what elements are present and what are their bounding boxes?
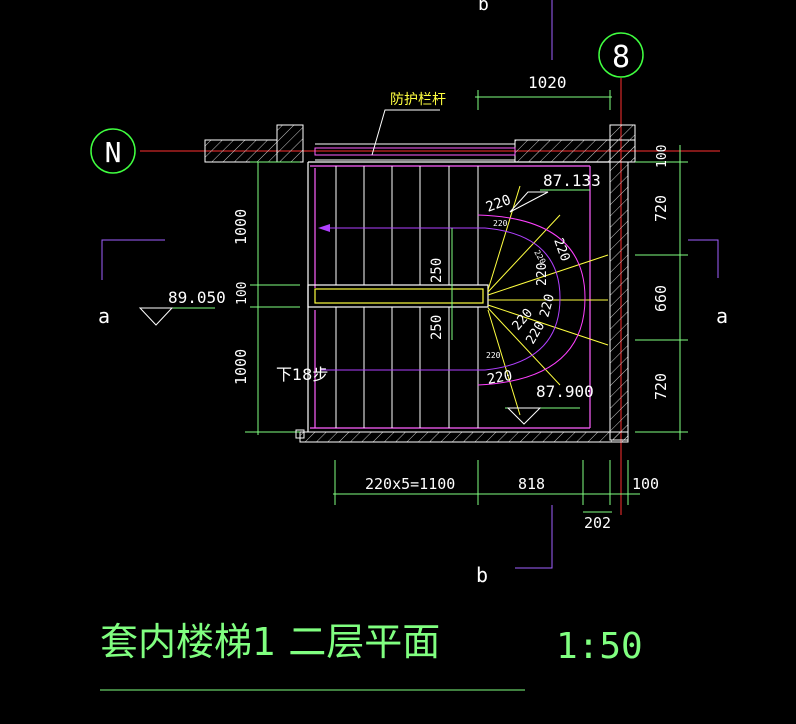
axis-label-8: 8 — [612, 40, 630, 75]
dim-right-720-top: 720 — [652, 195, 670, 222]
elevation-landing: 89.050 — [168, 288, 226, 307]
dim-right-720-bottom: 720 — [652, 373, 670, 400]
elevation-upper: 87.133 — [543, 171, 601, 190]
wall-bottom — [299, 431, 629, 443]
elevation-marker-landing — [138, 307, 174, 326]
dim-right-100: 100 — [655, 145, 670, 168]
dim-bottom-818: 818 — [518, 475, 545, 493]
section-b-bottom-mark — [515, 505, 553, 569]
drawing-title: 套内楼梯1 二层平面 — [100, 620, 440, 664]
section-label-a-right: a — [716, 304, 728, 328]
section-a-left-mark — [101, 239, 165, 280]
railing-leader — [371, 109, 440, 156]
section-label-a-left: a — [98, 304, 110, 328]
walls-hatched — [204, 124, 636, 443]
elevation-lower: 87.900 — [536, 382, 594, 401]
winder-dim-arc — [477, 214, 586, 386]
wall-column-left — [276, 124, 304, 163]
railing-label: 防护栏杆 — [390, 92, 446, 108]
dim-right-660: 660 — [652, 285, 670, 312]
dim-winder-220-d: 220 — [537, 292, 558, 319]
walk-arc — [484, 227, 561, 371]
winder-treads — [487, 185, 609, 416]
wall-top-left — [204, 139, 278, 163]
treads-lower — [335, 307, 479, 428]
wall-right — [609, 161, 629, 441]
dim-small-220-c: 220 — [486, 351, 501, 360]
railing-top — [314, 147, 516, 156]
walk-line — [320, 214, 586, 386]
section-a-right-mark — [688, 239, 719, 278]
railing-band — [314, 143, 516, 161]
axis-label-n: N — [105, 136, 122, 169]
dimension-lines — [160, 90, 688, 513]
direction-arrow — [318, 224, 330, 232]
drawing-scale: 1:50 — [556, 626, 643, 667]
dim-left-100: 100 — [235, 282, 250, 305]
dim-winder-220-c: 220 — [535, 263, 550, 286]
dim-bottom-202: 202 — [584, 514, 611, 532]
dim-bottom-1100: 220x5=1100 — [365, 475, 455, 493]
wall-column-right — [609, 124, 636, 163]
drawing-text: a a b b 防护栏杆 下18步 89.050 87.133 87.900 1… — [98, 0, 728, 691]
stair-direction-label: 下18步 — [276, 365, 328, 384]
dim-left-1000-bottom: 1000 — [232, 349, 250, 385]
elevation-marker-upper — [509, 191, 549, 213]
dim-winder-220-b: 220 — [550, 236, 572, 263]
dim-small-220-a: 220 — [493, 219, 508, 228]
dim-tread-250-bottom: 250 — [429, 315, 445, 340]
dim-left-1000-top: 1000 — [232, 209, 250, 245]
elevation-markers — [138, 191, 549, 425]
section-markers — [101, 0, 719, 569]
dim-tread-250-top: 250 — [429, 258, 445, 283]
column-stub — [295, 429, 305, 439]
dim-top-1020: 1020 — [528, 73, 567, 92]
central-handrail — [307, 284, 489, 308]
axis-bubble-n: N — [90, 128, 136, 174]
axis-bubble-8: 8 — [598, 32, 644, 78]
dim-winder-220-f: 220 — [486, 368, 514, 388]
treads-upper — [335, 166, 479, 285]
elevation-marker-lower — [506, 407, 542, 425]
dim-bottom-100: 100 — [632, 475, 659, 493]
section-label-b-top: b — [478, 0, 489, 15]
section-label-b-bottom: b — [476, 563, 488, 587]
dim-winder-220-a: 220 — [484, 192, 513, 216]
